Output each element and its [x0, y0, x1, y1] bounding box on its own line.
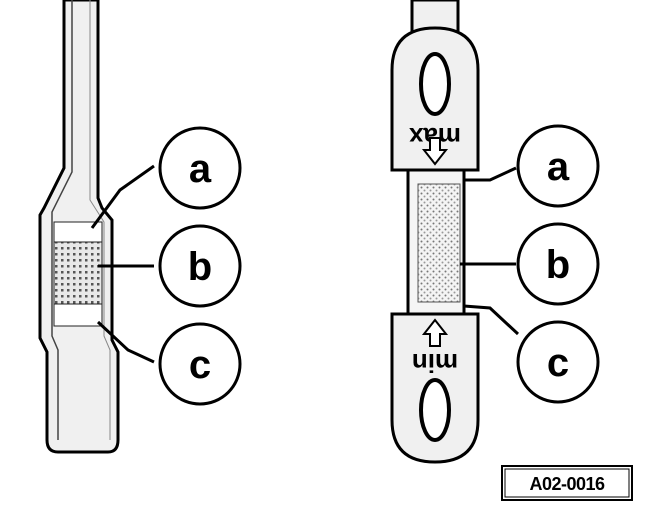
left-callout-c: c	[158, 322, 242, 406]
svg-text:a: a	[547, 145, 570, 189]
right-lower-slot	[419, 378, 451, 442]
right-leaders	[460, 166, 520, 336]
min-label: min	[412, 348, 458, 378]
svg-text:b: b	[188, 245, 212, 289]
min-arrow-up-icon	[421, 318, 449, 347]
right-callout-b: b	[516, 222, 600, 306]
left-dipstick	[38, 0, 120, 454]
left-band-bottom	[53, 303, 103, 327]
left-leader-a	[90, 164, 155, 229]
left-dipstick-inner-edge-right	[89, 0, 111, 440]
svg-text:c: c	[547, 341, 569, 385]
right-dipstick: max min	[390, 0, 480, 464]
left-leaders	[90, 164, 155, 364]
left-band-grid	[53, 241, 103, 305]
left-dipstick-inner-edge	[51, 0, 73, 440]
figure-code-box: A02-0016	[501, 465, 633, 501]
figure-code: A02-0016	[529, 474, 605, 494]
right-band-texture	[417, 183, 461, 303]
max-arrow-down-icon	[421, 137, 449, 166]
svg-text:b: b	[546, 243, 570, 287]
right-upper-slot	[419, 52, 451, 116]
svg-text:c: c	[189, 343, 211, 387]
right-leader-a	[464, 166, 517, 182]
right-callout-a: a	[516, 124, 600, 208]
left-callout-a: a	[158, 126, 242, 210]
right-leader-c	[463, 304, 520, 336]
right-callout-c: c	[516, 320, 600, 404]
svg-text:a: a	[189, 147, 212, 191]
left-leader-c	[96, 320, 155, 364]
left-callout-b: b	[158, 224, 242, 308]
